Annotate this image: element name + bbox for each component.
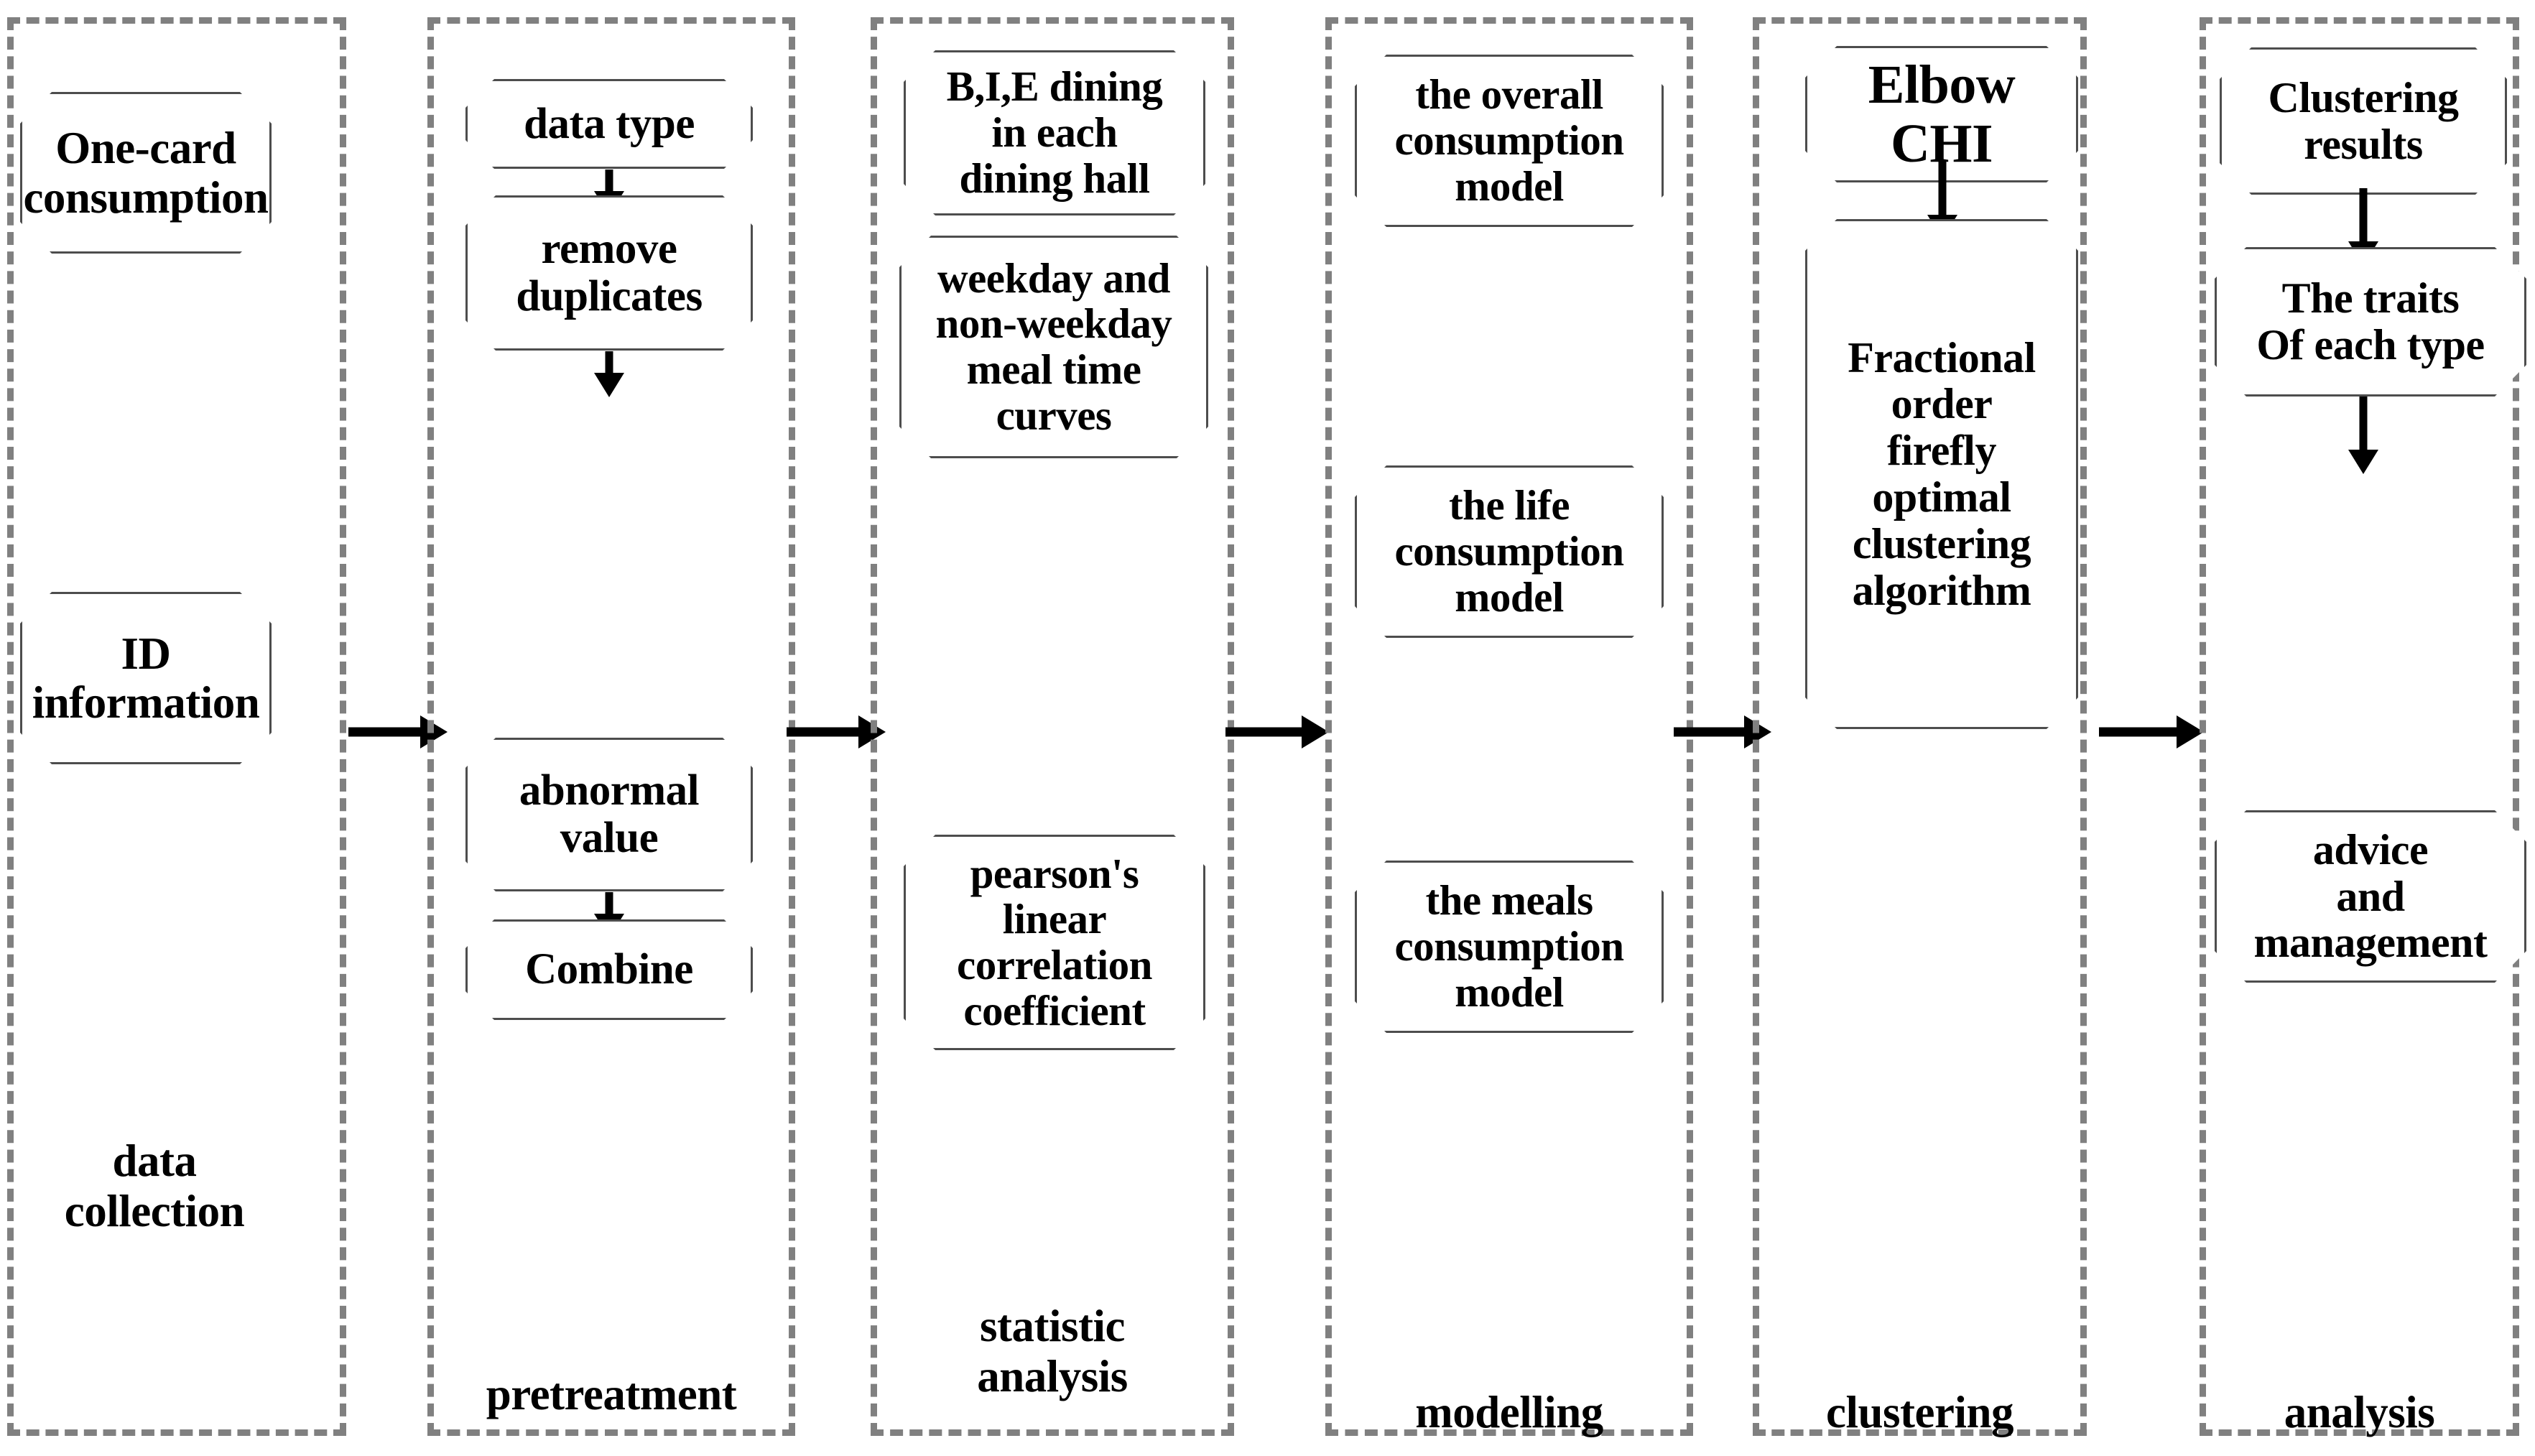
node-label: Fractional order firefly optimal cluster… <box>1848 333 2036 614</box>
stage-analysis <box>2200 17 2519 1436</box>
node-data-type[interactable]: data type <box>465 79 753 169</box>
stage-caption-data-collection: data collection <box>64 1135 245 1237</box>
stage-caption-analysis: analysis <box>2284 1386 2435 1437</box>
node-label: the life consumption model <box>1394 481 1624 621</box>
stage-modelling <box>1325 17 1693 1436</box>
node-label: One-card consumption <box>23 123 269 223</box>
node-meal-time-curves[interactable]: weekday and non-weekday meal time curves <box>899 236 1208 458</box>
node-label: abnormal value <box>519 766 700 862</box>
node-label: Elbow CHI <box>1868 54 2016 174</box>
stage-statistic-analysis <box>871 17 1234 1436</box>
node-abnormal-value-box[interactable]: abnormal value <box>465 738 753 891</box>
node-fractional-order-firefly[interactable]: Fractional order firefly optimal cluster… <box>1805 219 2078 729</box>
node-label: pearson's linear correlation coefficient <box>957 849 1152 1034</box>
stage-data-collection <box>7 17 346 1436</box>
node-meals-consumption-model[interactable]: the meals consumption model <box>1355 861 1664 1033</box>
node-one-card-consumption[interactable]: One-card consumption <box>20 92 272 254</box>
node-label: the overall consumption model <box>1394 70 1624 210</box>
stage-caption-statistic-analysis: statistic analysis <box>977 1300 1128 1402</box>
node-remove-duplicates[interactable]: remove duplicates <box>465 195 753 351</box>
node-life-consumption-model[interactable]: the life consumption model <box>1355 465 1664 638</box>
node-label: remove duplicates <box>516 225 703 320</box>
node-label: data type <box>524 99 695 148</box>
node-label: Clustering results <box>2268 73 2459 168</box>
stage-caption-clustering: clustering <box>1826 1386 2013 1437</box>
node-overall-consumption-model[interactable]: the overall consumption model <box>1355 55 1664 227</box>
node-label: the meals consumption model <box>1394 876 1624 1016</box>
stage-pretreatment <box>427 17 795 1436</box>
node-pearson-coefficient[interactable]: pearson's linear correlation coefficient <box>904 835 1205 1050</box>
node-combine[interactable]: Combine <box>465 919 753 1020</box>
node-id-information[interactable]: ID information <box>20 592 272 764</box>
node-label: weekday and non-weekday meal time curves <box>935 254 1172 439</box>
stage-clustering <box>1753 17 2087 1436</box>
node-advice-management[interactable]: advice and management <box>2215 810 2526 983</box>
node-traits-each-type[interactable]: The traits Of each type <box>2215 247 2526 397</box>
node-label: The traits Of each type <box>2256 274 2485 368</box>
node-label: advice and management <box>2253 825 2488 967</box>
node-label: B,I,E dining in each dining hall <box>946 62 1163 202</box>
node-label: ID information <box>32 628 260 728</box>
node-bie-dining[interactable]: B,I,E dining in each dining hall <box>904 50 1205 215</box>
node-clustering-results[interactable]: Clustering results <box>2220 47 2507 195</box>
node-label: Combine <box>525 945 693 994</box>
stage-caption-modelling: modelling <box>1415 1386 1603 1437</box>
stage-caption-pretreatment: pretreatment <box>486 1368 737 1419</box>
